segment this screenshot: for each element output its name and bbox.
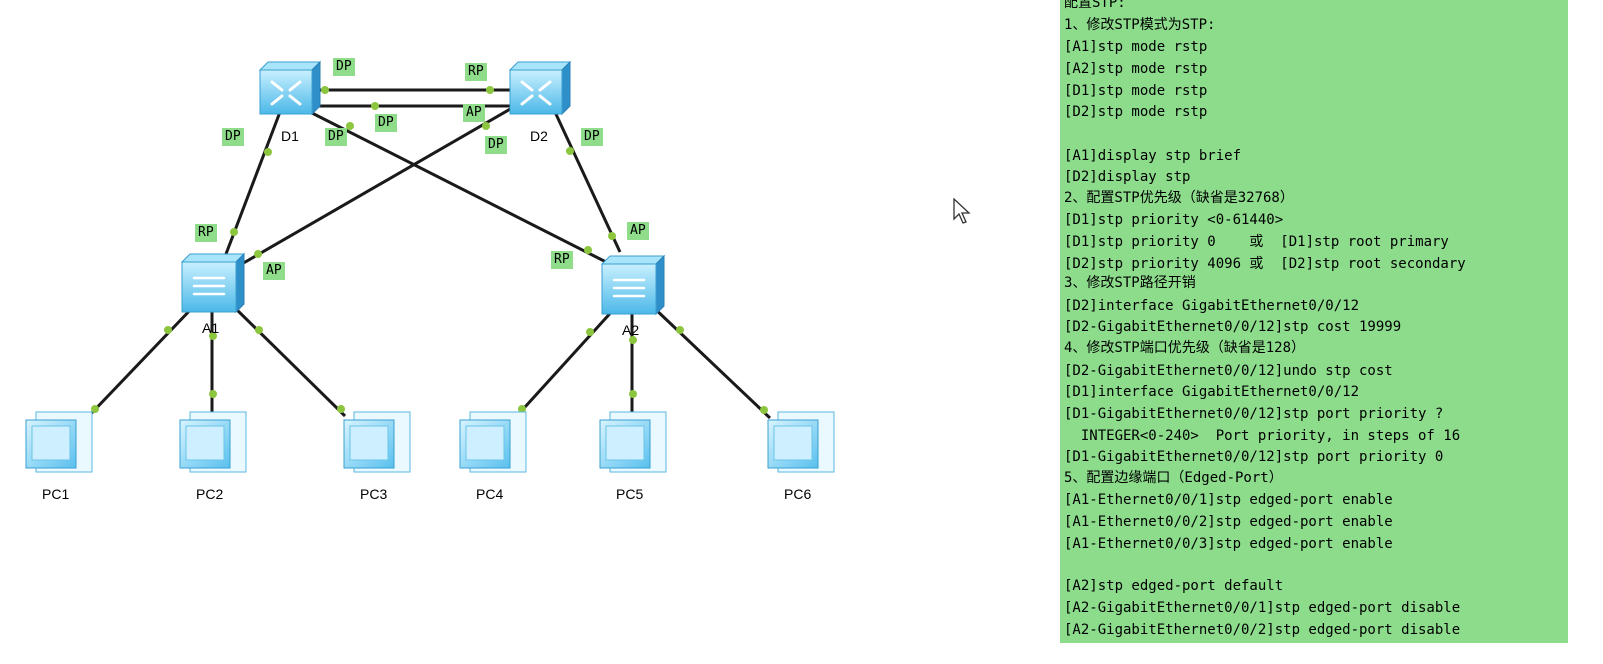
link-d1-a2 — [309, 110, 611, 266]
link-a2-pc4 — [513, 306, 617, 420]
port-role-tag: AP — [463, 104, 485, 122]
config-line: 配置STP: — [1064, 0, 1126, 11]
config-line: [A1-Ethernet0/0/2]stp edged-port enable — [1064, 514, 1393, 530]
config-line: [D1]stp priority 0 或 [D1]stp root primar… — [1064, 234, 1449, 250]
port-role-tag: DP — [375, 114, 397, 132]
port-role-tag: DP — [222, 128, 244, 146]
config-line: [A2-GigabitEthernet0/0/1]stp edged-port … — [1064, 600, 1461, 616]
config-line: [D1]stp mode rstp — [1064, 83, 1208, 99]
port-role-tag: DP — [333, 58, 355, 76]
pc2-icon[interactable] — [179, 411, 247, 473]
config-line: [D2-GigabitEthernet0/0/12]stp cost 19999 — [1064, 319, 1402, 335]
pc4-icon[interactable] — [459, 411, 527, 473]
mouse-cursor-icon — [953, 198, 971, 224]
config-line: [A2]stp mode rstp — [1064, 61, 1208, 77]
link-d2-a2 — [553, 111, 622, 253]
pc4-label: PC4 — [476, 486, 504, 502]
config-line: [D2]stp mode rstp — [1064, 104, 1208, 120]
config-line: [D2]display stp — [1064, 169, 1191, 185]
config-line: [D1]interface GigabitEthernet0/0/12 — [1064, 384, 1360, 400]
access-switch-a2-icon[interactable] — [600, 254, 666, 316]
pc6-icon[interactable] — [767, 411, 835, 473]
pc5-label: PC5 — [616, 486, 644, 502]
config-line: [D1]stp priority <0-61440> — [1064, 212, 1284, 228]
port-role-tag: RP — [551, 251, 573, 269]
d2-label: D2 — [530, 128, 548, 144]
links — [83, 88, 772, 422]
config-line: 4、修改STP端口优先级（缺省是128） — [1064, 340, 1306, 356]
link-a1-pc1 — [83, 303, 197, 422]
a1-label: A1 — [202, 320, 220, 336]
port-role-tag: AP — [627, 222, 649, 240]
config-line: [A1-Ethernet0/0/3]stp edged-port enable — [1064, 536, 1393, 552]
network-topology-diagram — [25, 60, 835, 473]
port-role-tag: DP — [581, 128, 603, 146]
pc5-icon[interactable] — [599, 411, 667, 473]
d1-label: D1 — [281, 128, 299, 144]
config-line: [D1-GigabitEthernet0/0/12]stp port prior… — [1064, 449, 1444, 465]
link-endpoints — [91, 86, 768, 414]
a2-label: A2 — [622, 322, 640, 338]
core-switch-d1-icon[interactable] — [258, 60, 322, 116]
pc1-icon[interactable] — [25, 411, 93, 473]
port-role-tag: DP — [325, 128, 347, 146]
core-switch-d2-icon[interactable] — [508, 60, 572, 116]
pc6-label: PC6 — [784, 486, 812, 502]
access-switch-a1-icon[interactable] — [180, 252, 246, 314]
stp-config-notes-panel: 配置STP: 1、修改STP模式为STP: [A1]stp mode rstp … — [1060, 0, 1568, 643]
config-line: 1、修改STP模式为STP: — [1064, 17, 1216, 33]
config-line: [D2]stp priority 4096 或 [D2]stp root sec… — [1064, 256, 1466, 272]
config-line: [D2-GigabitEthernet0/0/12]undo stp cost — [1064, 363, 1393, 379]
config-line: [A1]stp mode rstp — [1064, 39, 1208, 55]
config-line: 5、配置边缘端口（Edged-Port） — [1064, 470, 1283, 486]
config-line: 3、修改STP路径开销 — [1064, 275, 1196, 291]
pc1-label: PC1 — [42, 486, 70, 502]
pc3-label: PC3 — [360, 486, 388, 502]
link-a1-pc3 — [230, 303, 347, 418]
config-line: [A2-GigabitEthernet0/0/2]stp edged-port … — [1064, 622, 1461, 638]
config-line: [A1-Ethernet0/0/1]stp edged-port enable — [1064, 492, 1393, 508]
port-role-tag: DP — [485, 136, 507, 154]
config-line: INTEGER<0-240> Port priority, in steps o… — [1064, 428, 1461, 444]
link-d2-a1 — [239, 106, 513, 267]
port-role-tag: RP — [195, 224, 217, 242]
pc2-label: PC2 — [196, 486, 224, 502]
config-line: 2、配置STP优先级（缺省是32768） — [1064, 190, 1294, 206]
port-role-tag: AP — [263, 262, 285, 280]
config-line: [D1-GigabitEthernet0/0/12]stp port prior… — [1064, 406, 1444, 422]
pc3-icon[interactable] — [343, 411, 411, 473]
link-a2-pc6 — [650, 304, 772, 420]
port-role-tag: RP — [465, 63, 487, 81]
config-line: [A2]stp edged-port default — [1064, 578, 1284, 594]
config-line: [A1]display stp brief — [1064, 148, 1242, 164]
config-line: [D2]interface GigabitEthernet0/0/12 — [1064, 298, 1360, 314]
